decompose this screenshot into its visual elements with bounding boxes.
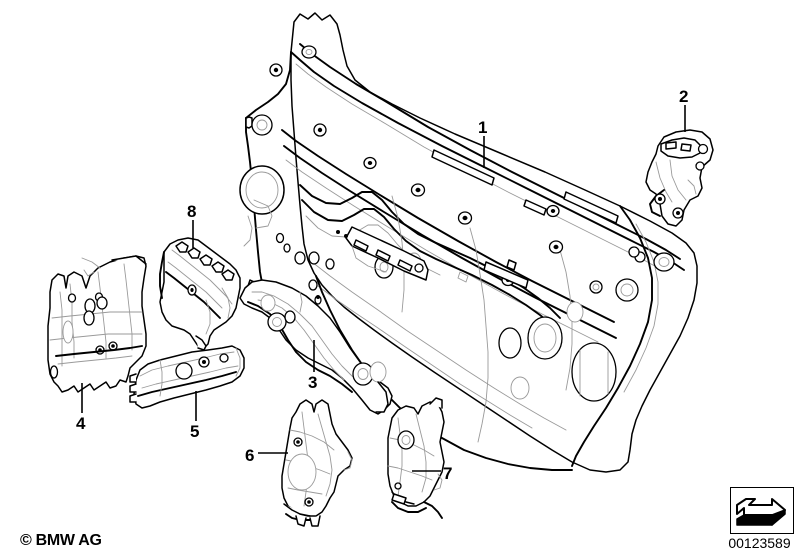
callout-number-2: 2 xyxy=(679,87,689,106)
part-4-wheel-house-panel xyxy=(47,255,147,393)
callout-number-3: 3 xyxy=(308,373,318,392)
part-3-cross-member xyxy=(239,279,393,415)
callout-number-6: 6 xyxy=(245,446,255,465)
copyright-notice: © BMW AG xyxy=(20,532,102,549)
part-1-bulkhead-panel xyxy=(239,12,698,473)
part-8-support-rail xyxy=(159,237,241,351)
callout-number-4: 4 xyxy=(76,414,86,433)
callout-number-1: 1 xyxy=(478,118,488,137)
part-2-bracket xyxy=(645,129,714,227)
orientation-indicator-box xyxy=(730,487,794,534)
part-5-sill-reinforcement xyxy=(129,345,245,409)
part-6-left-bracket xyxy=(281,399,353,527)
part-7-right-bracket xyxy=(387,397,445,519)
callout-number-8: 8 xyxy=(187,202,197,221)
callout-number-7: 7 xyxy=(443,464,453,483)
diagram-number: 00123589 xyxy=(728,535,791,551)
callout-leader-lines xyxy=(81,105,686,472)
arrow-down-left-icon xyxy=(736,498,786,526)
callout-number-5: 5 xyxy=(190,422,200,441)
